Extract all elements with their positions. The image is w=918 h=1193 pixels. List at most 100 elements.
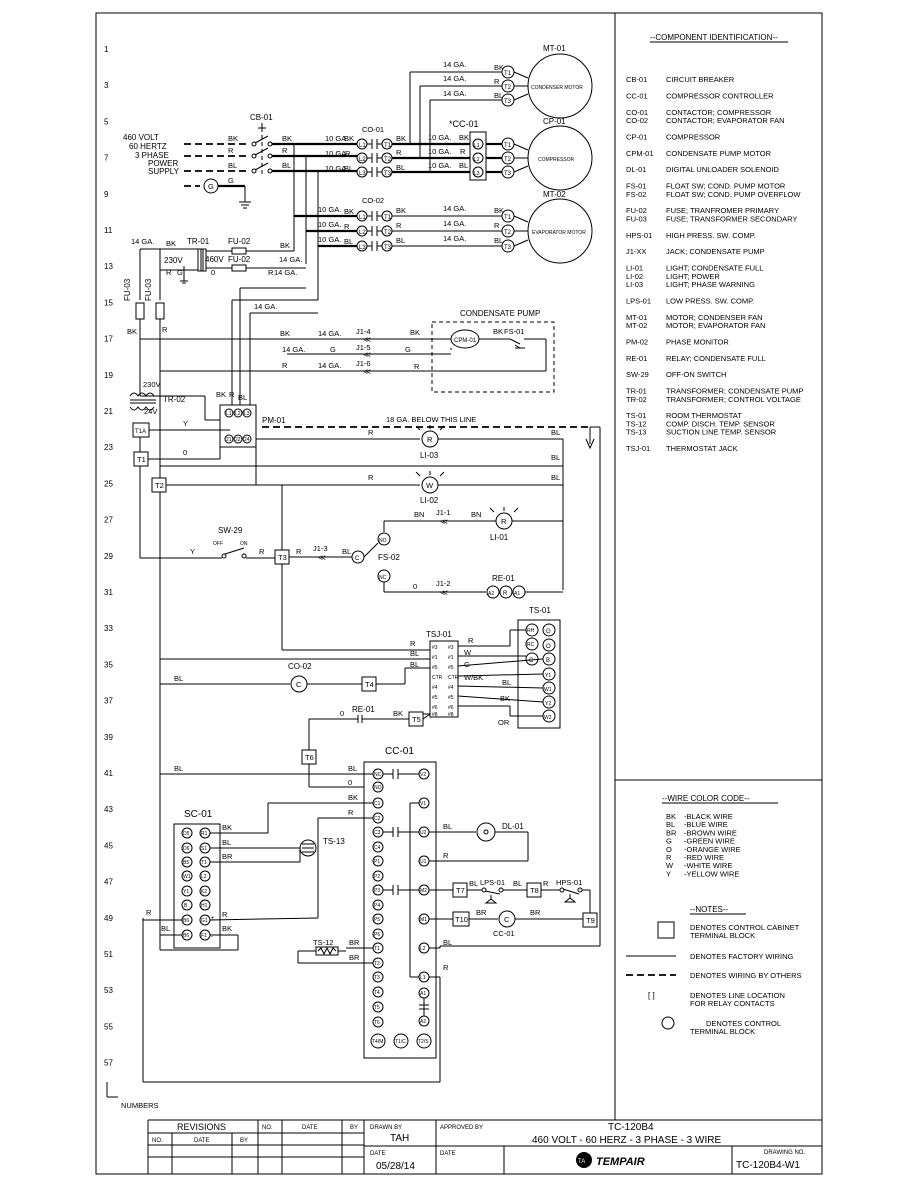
terminal-t4: T4: [361, 676, 377, 692]
svg-text:P1: P1: [374, 859, 380, 865]
wire-code: O: [666, 845, 672, 854]
svg-text:R: R: [468, 636, 474, 645]
wire-code: BL: [666, 820, 675, 829]
svg-text:BL: BL: [174, 764, 183, 773]
svg-text:L1: L1: [474, 143, 480, 149]
svg-text:BN: BN: [414, 510, 424, 519]
svg-text:BK: BK: [494, 63, 504, 72]
svg-text:≪: ≪: [363, 367, 371, 376]
svg-text:BK: BK: [127, 327, 137, 336]
svg-text:T1: T1: [374, 946, 380, 952]
svg-text:K2: K2: [201, 889, 207, 895]
svg-text:L3: L3: [359, 171, 366, 177]
svg-text:BL: BL: [344, 237, 353, 246]
component-desc: SUCTION LINE TEMP. SENSOR: [666, 428, 777, 437]
svg-text:T2/S: T2/S: [418, 1039, 429, 1045]
power-supply-label: 460 VOLT 60 HERTZ 3 PHASE POWER SUPPLY: [123, 133, 180, 176]
line-number: 25: [104, 479, 113, 488]
component-id-title: --COMPONENT IDENTIFICATION--: [650, 33, 778, 42]
wire-code: BK: [666, 812, 676, 821]
svg-text:R: R: [503, 591, 508, 597]
svg-text:14 GA.: 14 GA.: [318, 361, 341, 370]
fuse-fu03-a: FU-03: [123, 278, 145, 320]
svg-text:230V: 230V: [164, 256, 183, 265]
svg-text:[ ]: [ ]: [648, 991, 655, 1000]
svg-text:BK: BK: [166, 239, 176, 248]
svg-text:BN: BN: [471, 510, 481, 519]
svg-text:FS-01: FS-01: [504, 327, 524, 336]
component-code: RE-01: [626, 354, 647, 363]
svg-text:BL: BL: [238, 393, 247, 402]
svg-text:Y1: Y1: [183, 889, 189, 895]
svg-text:-: -: [211, 934, 213, 940]
terminal-t7: T7: [452, 882, 468, 898]
line-number: 37: [104, 697, 113, 706]
svg-text:#5: #5: [432, 665, 438, 671]
svg-text:FOR RELAY CONTACTS: FOR RELAY CONTACTS: [690, 999, 775, 1008]
svg-text:NO: NO: [374, 785, 382, 791]
svg-text:T2: T2: [504, 157, 512, 163]
svg-text:T3: T3: [384, 245, 392, 251]
component-desc: THERMOSTAT JACK: [666, 444, 738, 453]
svg-text:Y1: Y1: [545, 673, 551, 679]
component-code: CO-02: [626, 116, 648, 125]
svg-text:BL: BL: [459, 161, 468, 170]
svg-text:POWER: POWER: [148, 159, 178, 168]
svg-text:V2: V2: [420, 772, 426, 778]
svg-text:10 GA.: 10 GA.: [325, 149, 348, 158]
svg-text:#5: #5: [448, 695, 454, 701]
compressor-cp01: T1 T2 T3 COMPRESSOR: [501, 125, 593, 191]
component-code: CPM-01: [626, 149, 654, 158]
condensate-pump-label: CONDENSATE PUMP: [460, 309, 540, 318]
svg-text:NC: NC: [379, 575, 387, 581]
svg-text:LPS-01: LPS-01: [480, 878, 505, 887]
svg-text:B6: B6: [183, 933, 189, 939]
wire-desc: -BLACK WIRE: [684, 812, 733, 821]
svg-text:L1: L1: [359, 215, 366, 221]
svg-text:L2: L2: [474, 157, 480, 163]
svg-text:10 GA.: 10 GA.: [318, 205, 341, 214]
line-number: 45: [104, 841, 113, 850]
component-code: TR-02: [626, 395, 647, 404]
svg-text:L2: L2: [235, 411, 241, 417]
svg-text:10 GA.: 10 GA.: [428, 133, 451, 142]
svg-text:Y: Y: [183, 419, 188, 428]
svg-text:T3: T3: [278, 553, 287, 562]
svg-text:BL: BL: [161, 924, 170, 933]
transformer-tr02: [129, 392, 156, 411]
svg-text:14 GA.: 14 GA.: [282, 345, 305, 354]
svg-text:BL: BL: [222, 838, 231, 847]
svg-text:R: R: [344, 222, 350, 231]
svg-text:C: C: [504, 915, 510, 924]
svg-text:BR: BR: [349, 953, 360, 962]
contactor-co01: L1 L2 L3 T1 T2 T3: [356, 138, 393, 178]
title-block: [147, 1119, 822, 1174]
terminal-t1a: T1A: [132, 422, 150, 438]
svg-text:T1: T1: [137, 455, 146, 464]
svg-text:BK: BK: [216, 390, 226, 399]
svg-text:T2: T2: [384, 157, 392, 163]
svg-text:C3: C3: [374, 830, 381, 836]
svg-text:G: G: [177, 268, 183, 277]
svg-text:DENOTES CONTROL CABINET: DENOTES CONTROL CABINET: [690, 923, 800, 932]
svg-text:OFF: OFF: [213, 541, 223, 547]
notes-title: --NOTES--: [690, 905, 729, 914]
svg-text:L3: L3: [359, 245, 366, 251]
svg-text:≪: ≪: [363, 335, 371, 344]
svg-text:10 GA.: 10 GA.: [318, 235, 341, 244]
svg-text:BL: BL: [396, 163, 405, 172]
float-switch-fs02: NO C NC: [351, 532, 391, 583]
component-code: TR-01: [626, 387, 647, 396]
svg-text:A1: A1: [420, 991, 426, 997]
svg-text:L3: L3: [474, 171, 480, 177]
svg-text:G: G: [464, 660, 470, 669]
svg-text:T3: T3: [504, 171, 512, 177]
svg-text:P5: P5: [374, 917, 380, 923]
svg-text:BR: BR: [476, 908, 487, 917]
svg-text:BL: BL: [410, 660, 419, 669]
light-li02: W: [415, 471, 445, 494]
svg-text:Y2: Y2: [545, 701, 551, 707]
svg-text:P2: P2: [374, 874, 380, 880]
